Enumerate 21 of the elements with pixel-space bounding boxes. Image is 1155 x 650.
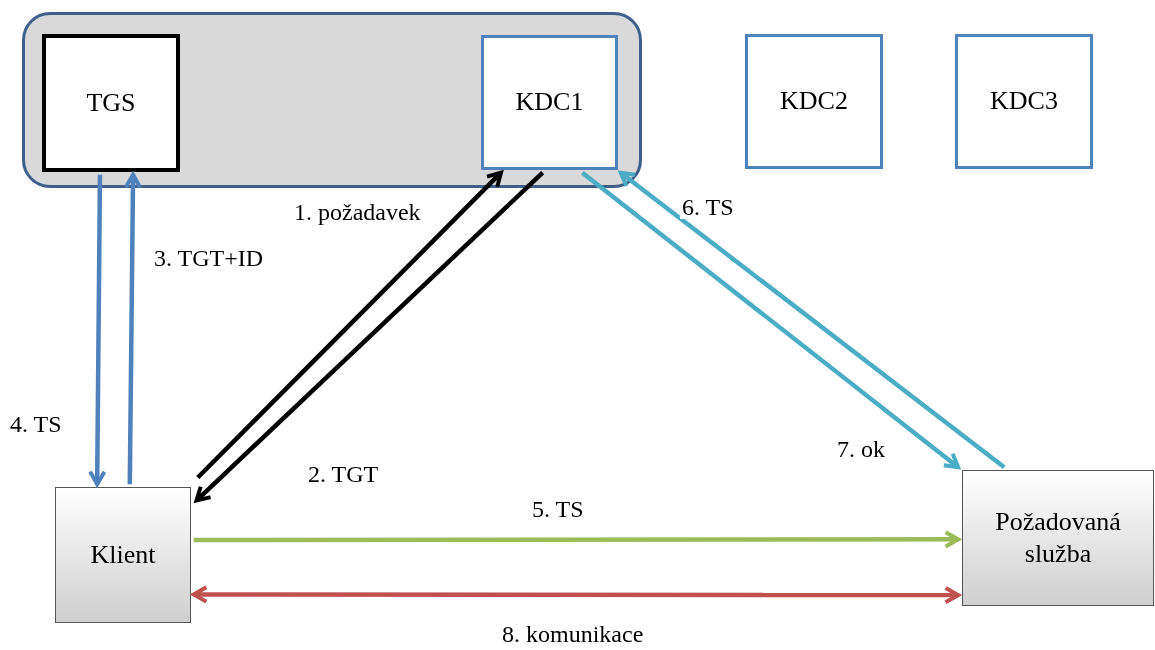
node-label: TGS <box>85 86 137 119</box>
process-box <box>955 34 1093 169</box>
process-box <box>481 35 618 170</box>
group-box <box>22 12 642 188</box>
process-box <box>962 470 1154 606</box>
arrow <box>618 170 1006 470</box>
process-box <box>42 34 180 172</box>
node-label: KDC3 <box>989 85 1059 118</box>
arrow <box>123 172 143 485</box>
process-box <box>745 34 883 169</box>
arrow <box>88 174 107 487</box>
arrow <box>581 170 961 470</box>
node-label: Požadovaná služba <box>994 505 1122 570</box>
node-label: Klient <box>89 538 157 571</box>
process-box <box>55 487 191 623</box>
arrow <box>194 171 545 503</box>
node-label: KDC2 <box>779 85 849 118</box>
node-label: KDC1 <box>514 86 585 119</box>
arrow <box>191 585 961 605</box>
arrow <box>193 530 961 549</box>
arrow <box>196 170 503 480</box>
